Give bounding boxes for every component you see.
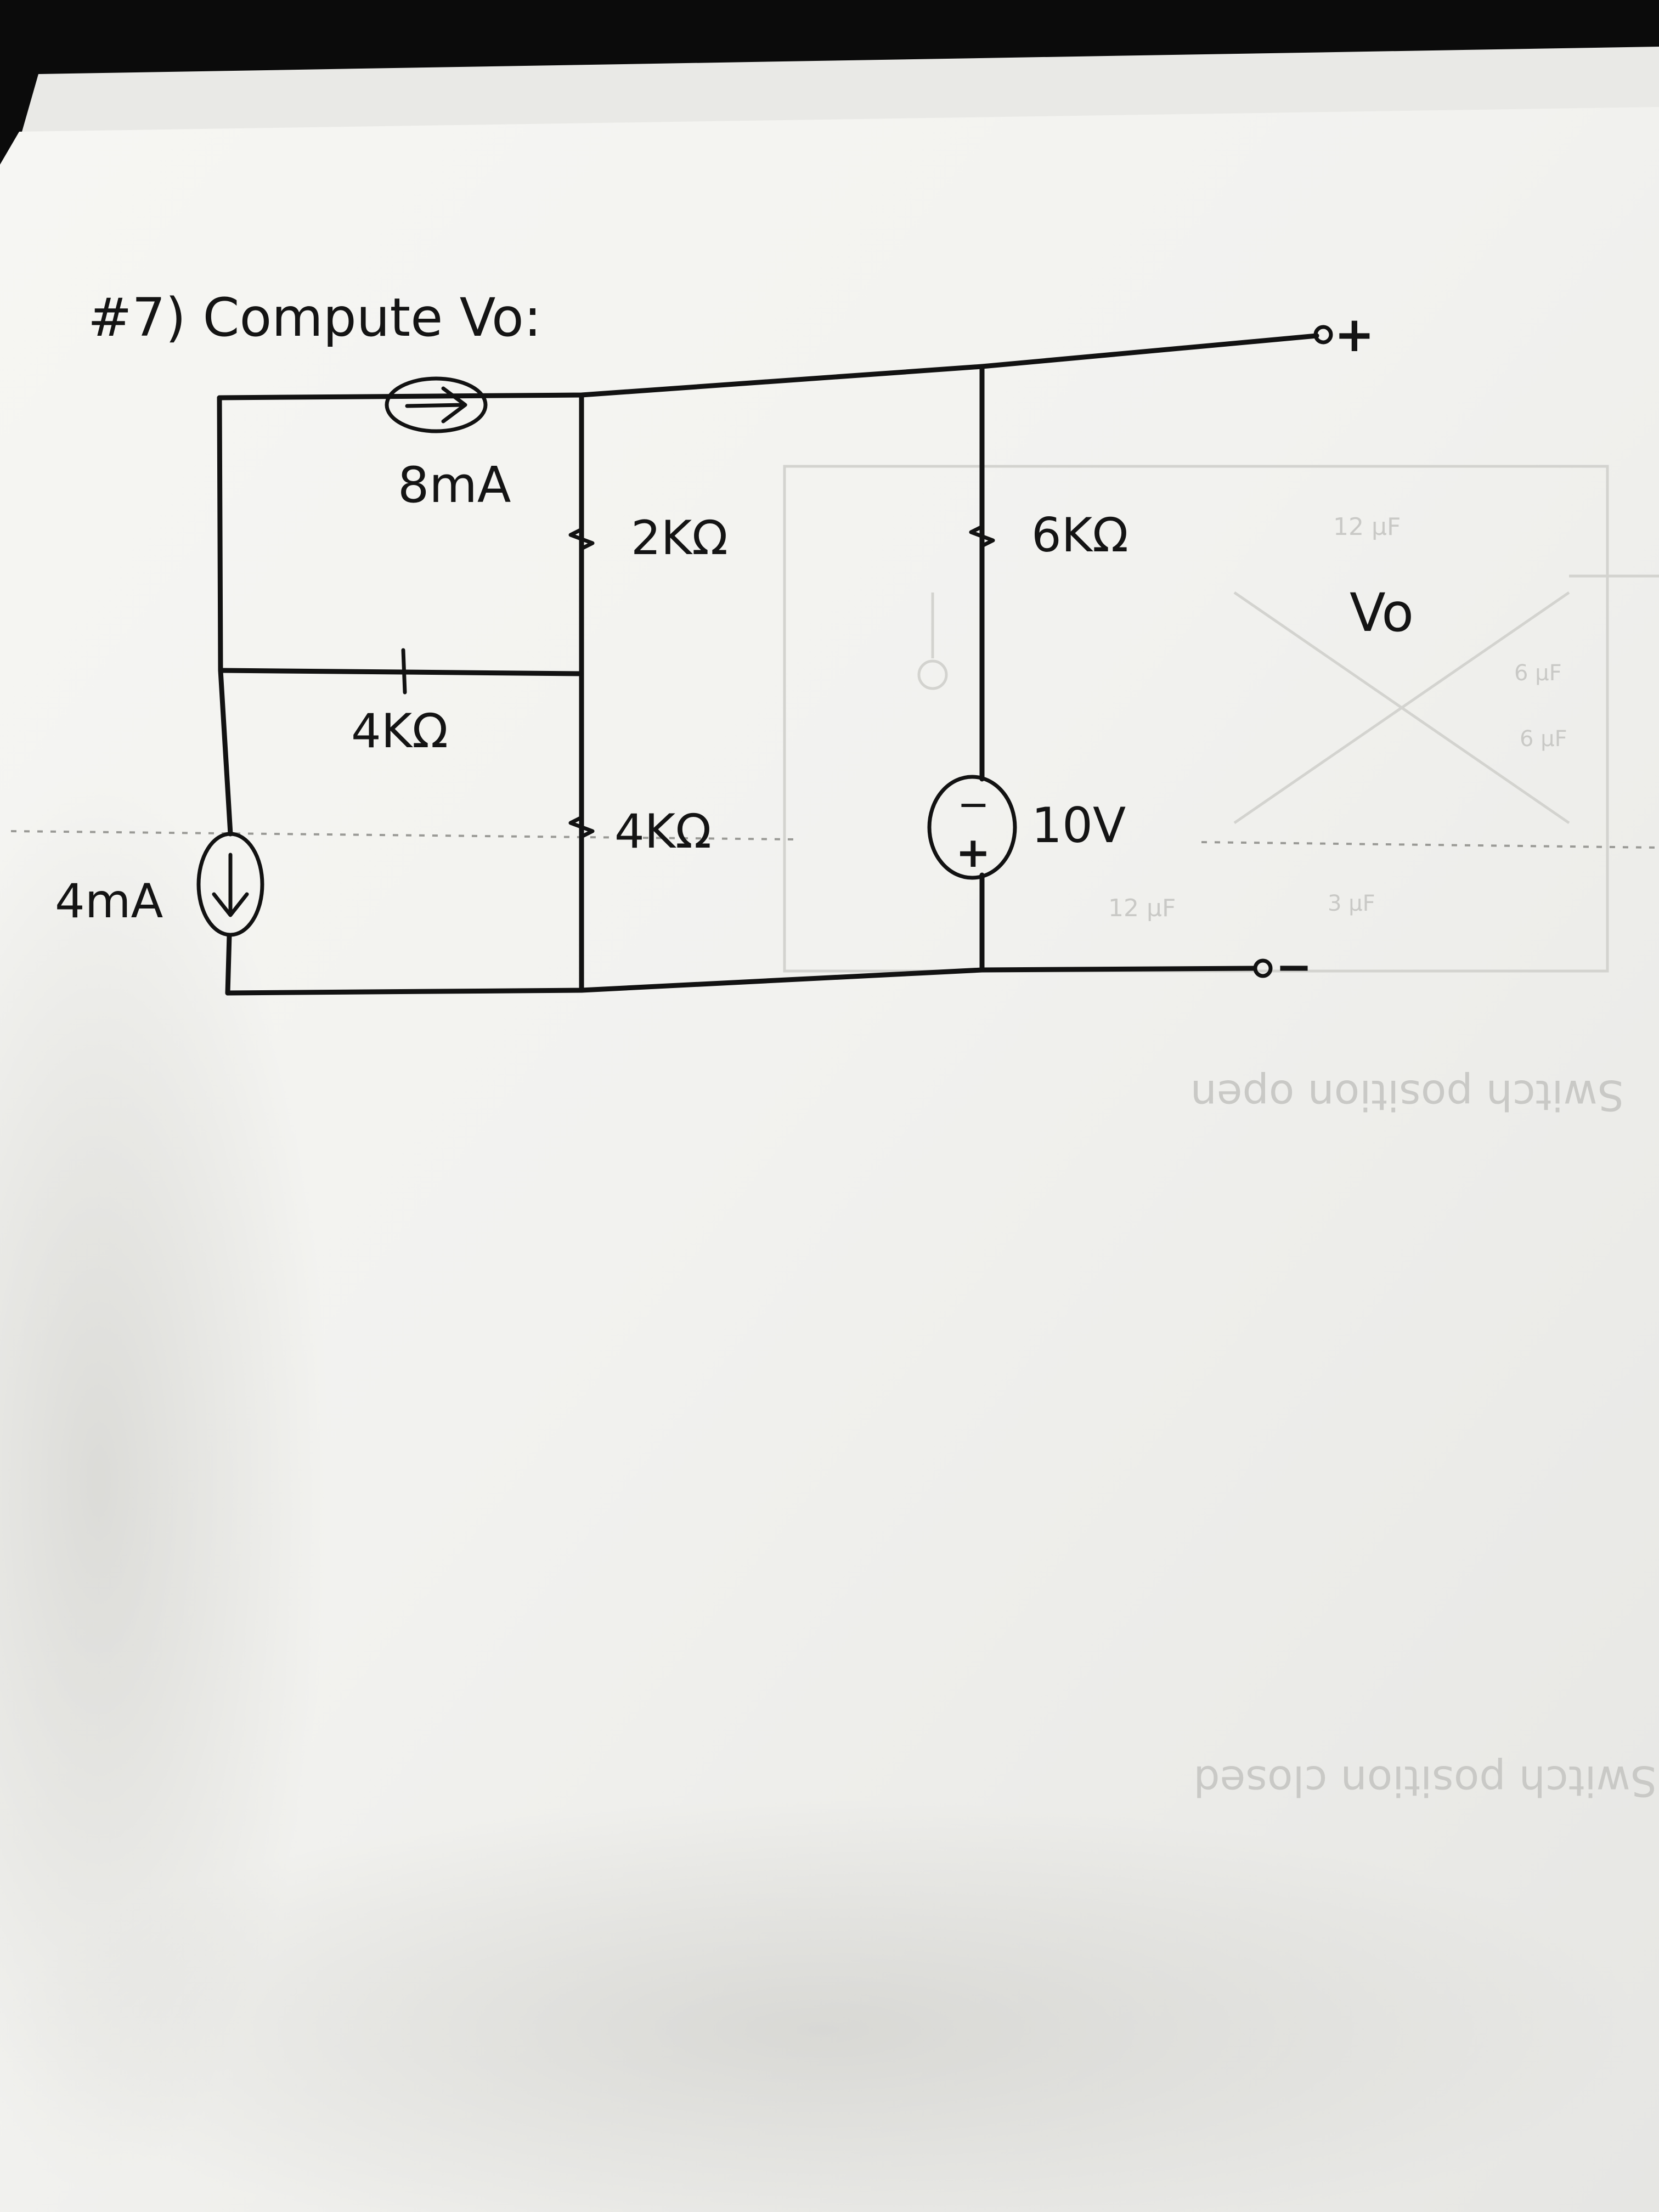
paper-sheet [0, 107, 1659, 2212]
label-resistor-4k-middle: 4KΩ [614, 804, 712, 859]
circuit-diagram: 8mA 4mA 4KΩ 2KΩ 4KΩ 6KΩ [55, 306, 1414, 996]
label-8ma: 8mA [398, 456, 511, 514]
bleed-through-drawing: 12 μF 6 μF 6 μF 12 μF 3 μF Switch positi… [10, 465, 1659, 1805]
terminal-minus-node [1253, 958, 1273, 978]
ghost-label-2: 6 μF [1514, 661, 1562, 686]
label-resistor-horizontal: 4KΩ [351, 704, 448, 759]
resistor-4k-middle [568, 815, 595, 839]
shadow-bottom [0, 1799, 1646, 2212]
ghost-note-closed: Switch position closed [1193, 1757, 1657, 1805]
problem-title: #7) Compute Vo: [88, 287, 541, 348]
voltage-source-plus-sign: + [956, 828, 991, 877]
voltage-source-minus-sign: − [957, 782, 990, 827]
shadow-left [0, 768, 329, 2194]
terminal-plus-sign: + [1334, 306, 1375, 363]
label-resistor-2k: 2KΩ [631, 511, 728, 566]
label-output-voltage: Vo [1350, 582, 1414, 644]
current-source-8ma [385, 376, 488, 433]
top-wire [217, 333, 1319, 400]
voltage-source-10v [927, 775, 1017, 880]
resistor-2k [568, 527, 595, 551]
resistor-6k [969, 524, 995, 548]
bottom-wire [225, 966, 1256, 996]
label-4ma: 4mA [55, 874, 163, 929]
ghost-note-open: Switch position open [1190, 1071, 1624, 1120]
ghost-label-1: 12 μF [1333, 513, 1401, 541]
label-voltage-source: 10V [1031, 797, 1126, 854]
terminal-minus-sign: − [1276, 941, 1312, 992]
resistor-horizontal-4k [401, 648, 407, 695]
middle-horizontal-wire [218, 668, 584, 676]
ghost-label-4: 12 μF [1108, 894, 1176, 922]
ghost-label-3: 6 μF [1520, 726, 1567, 752]
terminal-plus-node [1313, 325, 1333, 345]
current-source-4ma [196, 832, 264, 937]
ghost-label-5: 3 μF [1328, 891, 1375, 916]
left-wire-lower [225, 933, 232, 996]
label-resistor-6k: 6KΩ [1031, 508, 1128, 563]
